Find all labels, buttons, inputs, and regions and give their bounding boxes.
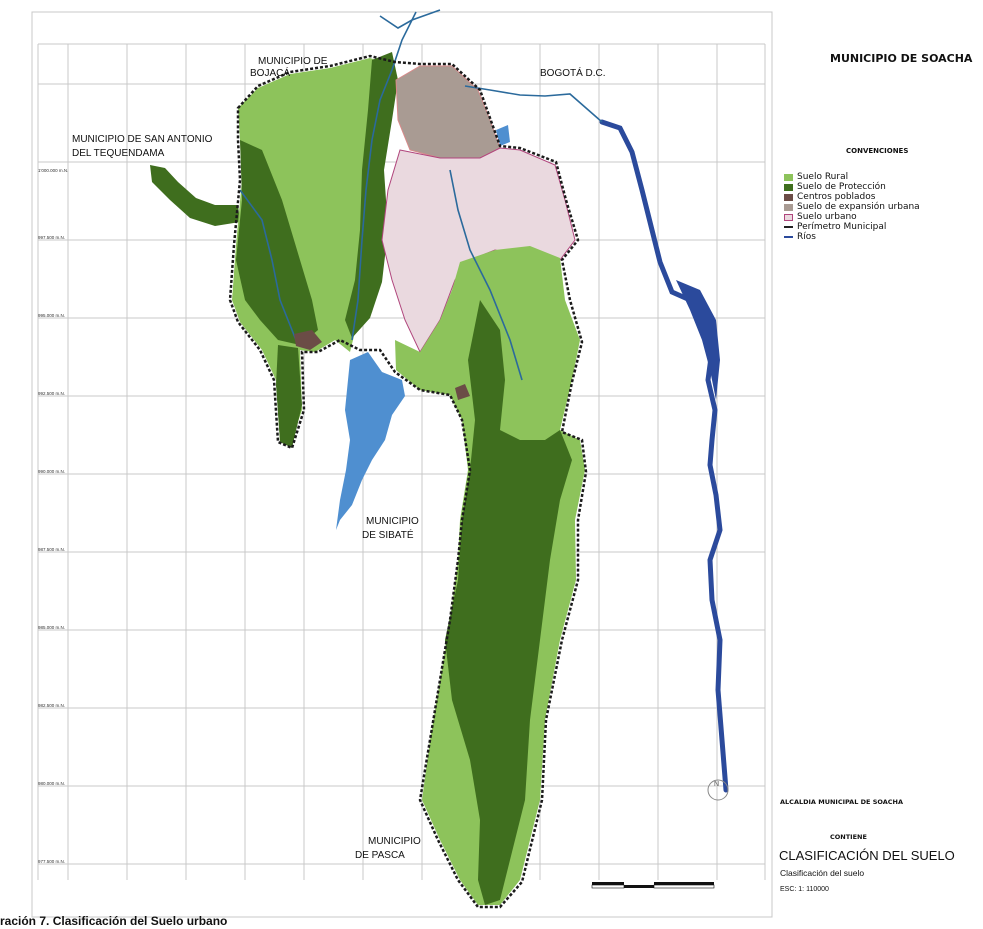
municipal-perimeter: [228, 54, 588, 909]
legend-label: Suelo de expansión urbana: [797, 202, 920, 212]
legend-label: Ríos: [797, 232, 816, 242]
classification-subtitle: Clasificación del suelo: [780, 868, 865, 878]
label-bojaca-line2: BOJACÁ: [250, 66, 290, 79]
place-labels: MUNICIPIO DE BOJACÁ BOGOTÁ D.C. MUNICIPI…: [72, 56, 606, 861]
north-symbol: N: [714, 781, 719, 788]
label-pasca-line1: MUNICIPIO: [368, 836, 421, 847]
label-pasca-line2: DE PASCA: [355, 850, 405, 861]
legend-item: Suelo urbano: [784, 212, 920, 222]
legend-label: Perímetro Municipal: [797, 222, 887, 232]
legend-item: Centros poblados: [784, 192, 920, 202]
legend-label: Suelo de Protección: [797, 182, 886, 192]
region-proteccion-northwest-a: [236, 140, 318, 345]
region-proteccion-south: [445, 300, 572, 905]
legend-title: CONVENCIONES: [846, 147, 909, 155]
region-proteccion-west-arm: [150, 165, 240, 226]
grid-label: 977.500 m.N.: [38, 859, 65, 864]
grid-coordinate-labels: 1'000.000 m.N. 997.500 m.N. 995.000 m.N.…: [38, 168, 68, 864]
contiene-label: CONTIENE: [830, 833, 867, 841]
legend-swatch: [784, 193, 793, 201]
reservoir-sibate: [336, 352, 405, 530]
region-rural-northwest: [232, 58, 395, 445]
legend-swatch: [784, 173, 793, 181]
centro-poblado-center: [455, 384, 470, 400]
label-san-antonio-line2: DEL TEQUENDAMA: [72, 148, 165, 159]
grid-label: 982.500 m.N.: [38, 703, 65, 708]
alcaldia-label: ALCALDIA MUNICIPAL DE SOACHA: [780, 798, 904, 806]
north-arrow: N: [707, 779, 729, 801]
scale-bar: [591, 882, 715, 889]
grid-label: 1'000.000 m.N.: [38, 168, 68, 173]
legend-item: Suelo de Protección: [784, 182, 920, 192]
legend-item: Ríos: [784, 232, 920, 242]
grid-label: 987.500 m.N.: [38, 547, 65, 552]
map-title: MUNICIPIO DE SOACHA: [830, 52, 973, 65]
classification-title: CLASIFICACIÓN DEL SUELO: [779, 848, 955, 863]
grid-label: 990.000 m.N.: [38, 469, 65, 474]
grid-label: 997.500 m.N.: [38, 235, 65, 240]
river-bogota-wide: [676, 280, 720, 400]
centro-poblado-west: [294, 330, 322, 350]
legend-swatch: [784, 183, 793, 191]
legend-item: Suelo Rural: [784, 172, 920, 182]
river-bogota: [599, 119, 729, 793]
legend-label: Suelo urbano: [797, 212, 857, 222]
legend: Suelo Rural Suelo de Protección Centros …: [784, 172, 920, 242]
legend-item: Perímetro Municipal: [784, 222, 920, 232]
label-sibate-line2: DE SIBATÉ: [362, 528, 414, 541]
label-san-antonio-line1: MUNICIPIO DE SAN ANTONIO: [72, 134, 213, 145]
label-bogota: BOGOTÁ D.C.: [540, 66, 606, 79]
grid-label: 980.000 m.N.: [38, 781, 65, 786]
grid-label: 995.000 m.N.: [38, 313, 65, 318]
legend-label: Suelo Rural: [797, 172, 849, 182]
north-arrow-circle-icon: [707, 779, 729, 801]
region-proteccion-south-lobe: [276, 345, 302, 448]
legend-item: Suelo de expansión urbana: [784, 202, 920, 212]
map-scale: ESC: 1: 110000: [780, 886, 829, 893]
region-proteccion-northwest-b: [345, 52, 398, 338]
label-sibate-line1: MUNICIPIO: [366, 516, 419, 527]
legend-swatch-dashed: [784, 226, 793, 228]
label-bojaca-line1: MUNICIPIO DE: [258, 56, 328, 67]
figure-caption: ración 7. Clasificación del Suelo urbano: [0, 914, 228, 928]
legend-swatch: [784, 203, 793, 211]
small-water-body: [496, 125, 510, 146]
grid-label: 985.000 m.N.: [38, 625, 65, 630]
legend-swatch-river: [784, 236, 793, 238]
legend-swatch: [784, 213, 793, 221]
minor-rivers: [239, 9, 603, 381]
grid-label: 992.500 m.N.: [38, 391, 65, 396]
legend-label: Centros poblados: [797, 192, 876, 202]
